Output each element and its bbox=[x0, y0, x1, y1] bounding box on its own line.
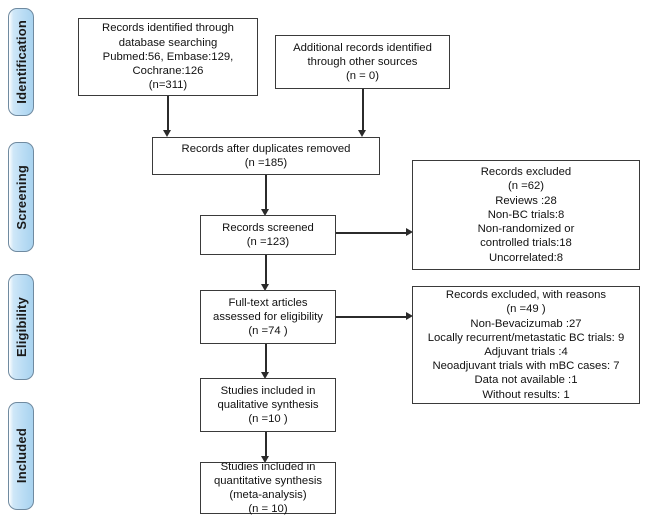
box-full-text-assessed-text: Full-text articles assessed for eligibil… bbox=[213, 296, 323, 338]
box-excluded-with-reasons-text: Records excluded, with reasons (n =49 ) … bbox=[427, 289, 625, 401]
stage-eligibility-label: Eligibility bbox=[13, 297, 29, 357]
box-additional-records-text: Additional records identified through ot… bbox=[293, 41, 432, 83]
box-records-excluded: Records excluded (n =62) Reviews :28 Non… bbox=[412, 160, 640, 270]
box-additional-records: Additional records identified through ot… bbox=[275, 35, 450, 89]
arrowhead-qualitative-to-quantitative bbox=[261, 456, 269, 463]
arrowhead-screened-to-fulltext bbox=[261, 284, 269, 291]
stage-eligibility: Eligibility bbox=[8, 274, 34, 380]
arrowhead-duplicates-to-screened bbox=[261, 209, 269, 216]
stage-identification: Identification bbox=[8, 8, 34, 116]
arrowhead-fulltext-to-excluded-reasons bbox=[406, 312, 413, 320]
arrowhead-additional-to-duplicates bbox=[358, 130, 366, 137]
arrowhead-identified-to-duplicates bbox=[163, 130, 171, 137]
stage-included: Included bbox=[8, 402, 34, 510]
box-qualitative-synthesis-text: Studies included in qualitative synthesi… bbox=[217, 384, 319, 426]
box-duplicates-removed-text: Records after duplicates removed (n =185… bbox=[181, 142, 351, 169]
box-records-identified: Records identified through database sear… bbox=[78, 18, 258, 96]
connector-duplicates-to-screened bbox=[265, 175, 267, 211]
box-records-screened-text: Records screened (n =123) bbox=[222, 221, 314, 248]
connector-screened-to-fulltext bbox=[265, 255, 267, 286]
box-quantitative-synthesis: Studies included in quantitative synthes… bbox=[200, 460, 336, 516]
box-records-identified-text: Records identified through database sear… bbox=[102, 22, 234, 92]
connector-identified-to-duplicates bbox=[167, 96, 169, 132]
box-records-screened: Records screened (n =123) bbox=[200, 215, 336, 255]
stage-screening-label: Screening bbox=[13, 164, 29, 230]
arrowhead-fulltext-to-qualitative bbox=[261, 372, 269, 379]
connector-fulltext-to-qualitative bbox=[265, 344, 267, 374]
connector-qualitative-to-quantitative bbox=[265, 432, 267, 458]
stage-included-label: Included bbox=[13, 428, 29, 484]
stage-screening: Screening bbox=[8, 142, 34, 252]
box-excluded-with-reasons: Records excluded, with reasons (n =49 ) … bbox=[412, 286, 640, 404]
box-full-text-assessed: Full-text articles assessed for eligibil… bbox=[200, 290, 336, 344]
box-records-excluded-text: Records excluded (n =62) Reviews :28 Non… bbox=[477, 166, 575, 264]
box-duplicates-removed: Records after duplicates removed (n =185… bbox=[152, 137, 380, 175]
box-qualitative-synthesis: Studies included in qualitative synthesi… bbox=[200, 378, 336, 432]
stage-identification-label: Identification bbox=[13, 20, 29, 104]
connector-fulltext-to-excluded-reasons bbox=[336, 316, 408, 318]
arrowhead-screened-to-excluded bbox=[406, 228, 413, 236]
box-quantitative-synthesis-text: Studies included in quantitative synthes… bbox=[213, 460, 322, 516]
connector-screened-to-excluded bbox=[336, 232, 408, 234]
connector-additional-to-duplicates bbox=[362, 89, 364, 132]
